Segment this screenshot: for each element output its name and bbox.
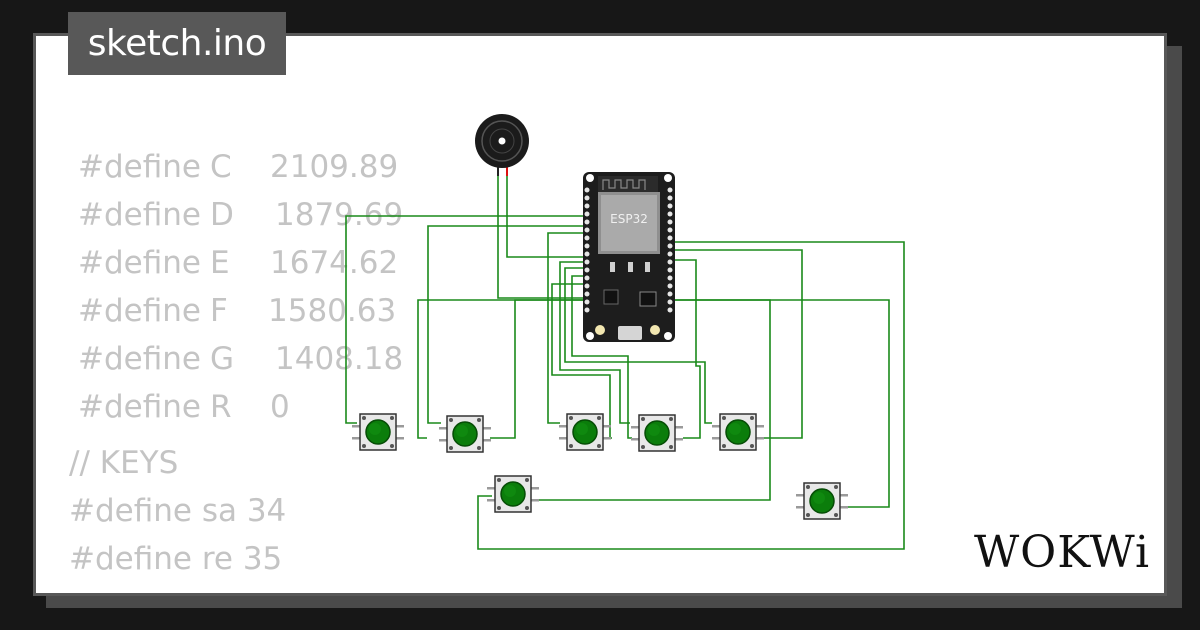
wire xyxy=(490,299,585,439)
code-define-name: C xyxy=(210,149,232,185)
wire xyxy=(670,259,701,439)
circuit-diagram: ESP32 xyxy=(345,114,905,550)
code-define-name: F xyxy=(210,293,228,329)
code-keyword: #define xyxy=(78,245,201,281)
file-tab: sketch.ino xyxy=(68,12,286,75)
code-define-name: R xyxy=(210,389,232,425)
wokwi-logo-text: WOKWi xyxy=(974,527,1150,578)
pin-header-left xyxy=(584,187,590,313)
led-icon xyxy=(650,325,660,335)
code-line-key-ga: #define ga 13 xyxy=(69,587,290,593)
wire xyxy=(571,275,632,439)
wire xyxy=(670,249,803,439)
code-define-name: G xyxy=(210,341,235,377)
wire-group xyxy=(345,170,905,550)
wire xyxy=(670,299,890,508)
code-line-key-sa: #define sa 34 xyxy=(69,493,287,529)
code-define-value: 1408.18 xyxy=(275,341,404,377)
wire xyxy=(547,232,585,424)
buzzer[interactable] xyxy=(475,114,529,176)
code-keyword: #define xyxy=(78,341,201,377)
wire xyxy=(497,170,585,299)
esp32-chip-label: ESP32 xyxy=(610,212,648,226)
wire xyxy=(477,241,905,550)
wire xyxy=(564,267,712,424)
code-keyword: #define xyxy=(78,389,201,425)
wire xyxy=(536,299,771,501)
code-comment-keys: // KEYS xyxy=(69,445,179,481)
pin-header-right xyxy=(667,187,673,313)
code-define-value: 1674.62 xyxy=(270,245,399,281)
code-keyword: #define xyxy=(78,197,201,233)
wire xyxy=(345,215,587,424)
wire xyxy=(559,261,630,424)
wokwi-logo: WOKWi xyxy=(974,527,1150,578)
code-define-value: 1879.69 xyxy=(275,197,404,233)
wire xyxy=(506,170,585,258)
code-keyword: #define xyxy=(78,293,201,329)
code-define-value: 1580.63 xyxy=(268,293,397,329)
code-define-value: 0 xyxy=(270,389,290,425)
code-define-value: 2109.89 xyxy=(270,149,399,185)
code-define-name: E xyxy=(210,245,230,281)
code-line-key-re: #define re 35 xyxy=(69,541,283,577)
code-define-name: D xyxy=(210,197,234,233)
esp32-board[interactable]: ESP32 xyxy=(583,172,675,342)
wire xyxy=(417,299,587,439)
code-keyword: #define xyxy=(78,149,201,185)
led-icon xyxy=(595,325,605,335)
